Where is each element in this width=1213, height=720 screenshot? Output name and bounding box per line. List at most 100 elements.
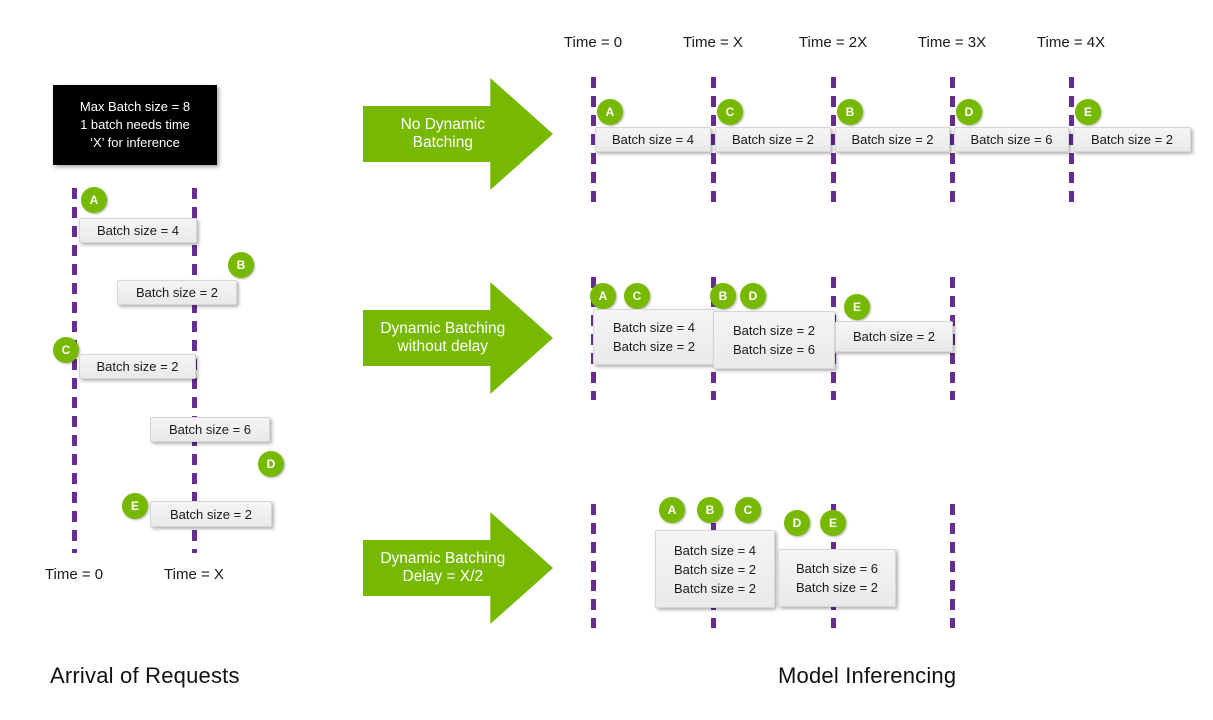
batch-size-label: Batch size = 2 [852,329,936,344]
inference-batch-box: Batch size = 4 [595,127,711,152]
time-label-top-4x: Time = 4X [1036,34,1106,51]
batch-size-label: Batch size = 2 [795,580,879,595]
inference-batch-box: Batch size = 2 [715,127,831,152]
flow-arrow-dynamic-batching-no-delay: Dynamic Batching without delay [363,282,553,394]
inference-badge-a: A [659,497,685,523]
timeline-dashed-line-left-t0 [72,188,77,553]
batch-size-label: Batch size = 6 [970,132,1053,147]
inference-batch-box: Batch size = 2 [1073,127,1191,152]
batch-size-label: Batch size = 2 [731,132,815,147]
inference-badge-d: D [956,99,982,125]
badge-letter: A [605,105,615,119]
inference-batch-box: Batch size = 2 Batch size = 6 [713,311,835,369]
inference-badge-a: A [597,99,623,125]
badge-letter: C [743,503,753,517]
batch-box-request-a: Batch size = 4 [79,218,197,243]
inference-badge-e: E [820,510,846,536]
batch-size-label: Batch size = 2 [732,323,816,338]
inference-badge-e: E [844,294,870,320]
batch-size-label: Batch size = 6 [732,342,816,357]
arrow-label-line: Delay = X/2 [402,568,484,585]
request-badge-c: C [53,337,79,363]
time-label-top-3x: Time = 3X [917,34,987,51]
timeline-dashed-line-r1-tx [711,77,716,203]
badge-letter: D [792,516,802,530]
batch-size-label: Batch size = 4 [612,320,696,335]
batch-size-label: Batch size = 2 [135,285,219,300]
inference-batch-box: Batch size = 6 [954,127,1069,152]
badge-letter: B [705,503,715,517]
batch-size-label: Batch size = 2 [851,132,934,147]
inference-batch-box: Batch size = 4 Batch size = 2 [593,309,715,365]
inference-badge-c: C [717,99,743,125]
request-badge-d: D [258,451,284,477]
badge-letter: A [598,289,608,303]
batch-box-request-b: Batch size = 2 [117,280,237,305]
batch-size-label: Batch size = 2 [612,339,696,354]
arrow-label-line: without delay [397,338,489,355]
request-badge-b: B [228,252,254,278]
time-label-left-x: Time = X [164,566,224,583]
inference-batch-box: Batch size = 2 [835,127,950,152]
info-line: ‘X’ for inference [90,135,180,150]
arrow-label-line: Batching [412,134,473,151]
info-line: 1 batch needs time [80,117,190,132]
timeline-dashed-line-r3-t0 [591,504,596,628]
timeline-dashed-line-r1-t2x [831,77,836,203]
badge-letter: B [236,258,246,272]
arrow-label-line: Dynamic Batching [380,320,506,337]
time-label-top-0: Time = 0 [563,34,623,51]
inference-badge-d: D [784,510,810,536]
badge-letter: E [828,516,837,530]
inference-batch-box: Batch size = 4 Batch size = 2 Batch size… [655,530,775,608]
batch-size-label: Batch size = 2 [1090,132,1174,147]
badge-letter: A [667,503,677,517]
inference-badge-c: C [735,497,761,523]
timeline-dashed-line-r1-t0 [591,77,596,203]
badge-letter: D [266,457,276,471]
batch-box-request-c: Batch size = 2 [79,354,196,379]
flow-arrow-no-dynamic-batching: No Dynamic Batching [363,78,553,190]
arrow-label-line: No Dynamic [400,116,485,133]
caption-model-inferencing: Model Inferencing [778,663,957,688]
request-badge-e: E [122,493,148,519]
inference-badge-a: A [590,283,616,309]
batch-size-label: Batch size = 2 [169,506,253,522]
inference-badge-c: C [624,283,650,309]
batch-size-label: Batch size = 2 [673,580,757,596]
batch-box-request-e: Batch size = 2 [150,501,272,527]
arrow-label: Dynamic Batching Delay = X/2 [363,540,523,596]
time-label-top-x: Time = X [683,34,743,51]
timeline-dashed-line-r1-t4x [1069,77,1074,203]
badge-letter: C [61,343,71,357]
time-label-left-0: Time = 0 [44,566,104,583]
batch-size-label: Batch size = 6 [168,422,252,437]
badge-letter: D [964,105,974,119]
arrow-label: Dynamic Batching without delay [363,310,523,366]
badge-letter: B [718,289,728,303]
batch-box-request-d: Batch size = 6 [150,417,270,442]
badge-letter: C [725,105,735,119]
badge-letter: C [632,289,642,303]
batch-size-label: Batch size = 4 [673,542,757,558]
caption-arrival-of-requests: Arrival of Requests [50,663,240,688]
batch-size-label: Batch size = 4 [611,132,695,147]
info-line: Max Batch size = 8 [79,99,191,114]
timeline-dashed-line-r1-t3x [950,77,955,203]
inference-badge-b: B [697,497,723,523]
inference-badge-b: B [710,283,736,309]
badge-letter: A [89,193,99,207]
flow-arrow-dynamic-batching-delay: Dynamic Batching Delay = X/2 [363,512,553,624]
inference-batch-box: Batch size = 2 [835,321,953,352]
badge-letter: E [1083,105,1092,119]
badge-letter: B [845,105,855,119]
timeline-dashed-line-r3-t3x [950,504,955,628]
inference-badge-e: E [1075,99,1101,125]
badge-letter: E [130,499,139,513]
arrow-label-line: Dynamic Batching [380,550,506,567]
batch-size-label: Batch size = 6 [795,561,879,576]
request-badge-a: A [81,187,107,213]
time-label-top-2x: Time = 2X [798,34,868,51]
badge-letter: D [748,289,758,303]
batch-size-label: Batch size = 2 [96,359,179,374]
